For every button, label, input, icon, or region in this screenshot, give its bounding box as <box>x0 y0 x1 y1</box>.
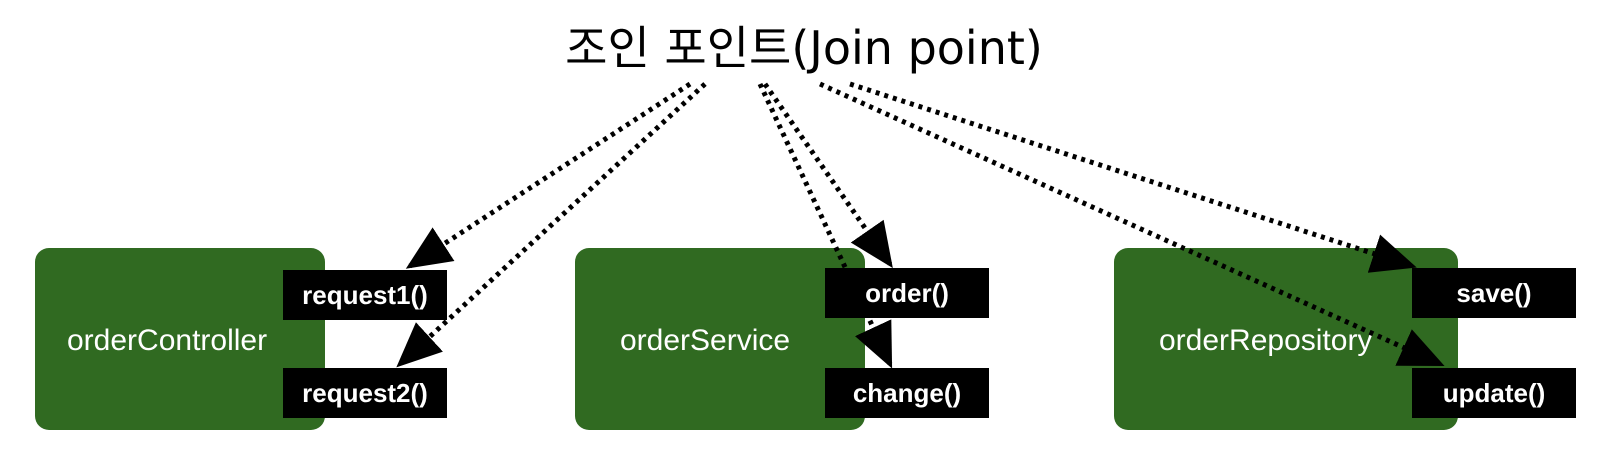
method-request2: request2() <box>283 368 447 418</box>
component-order-controller: orderController <box>35 248 325 430</box>
diagram-title: 조인 포인트(Join point) <box>565 21 1043 75</box>
arrow-to-request1 <box>405 81 692 269</box>
arrow-to-order <box>762 82 893 269</box>
component-order-service: orderService <box>575 248 865 430</box>
method-change: change() <box>825 368 989 418</box>
method-order: order() <box>825 268 989 318</box>
method-save: save() <box>1412 268 1576 318</box>
component-order-repository: orderRepository <box>1114 248 1458 430</box>
component-label: orderService <box>620 324 791 357</box>
method-request1: request1() <box>283 270 447 320</box>
method-update: update() <box>1412 368 1576 418</box>
arrow-to-save <box>849 81 1417 273</box>
component-label: orderRepository <box>1159 324 1373 357</box>
component-label: orderController <box>67 324 268 357</box>
